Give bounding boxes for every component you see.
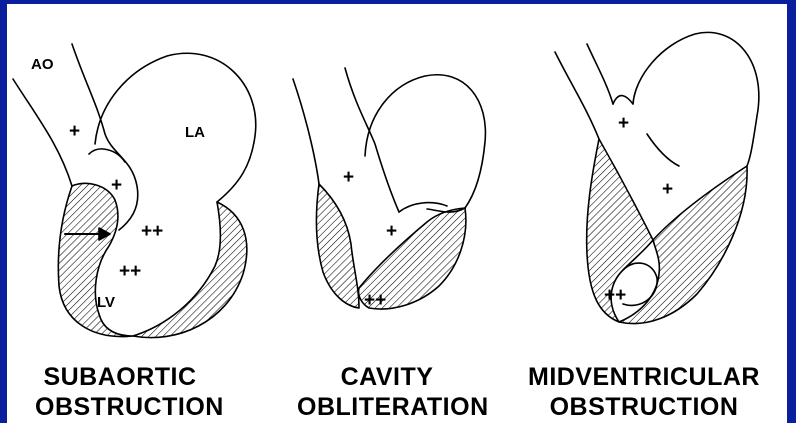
- pressure-mark: +: [69, 122, 80, 141]
- label-left-ventricle: LV: [97, 294, 115, 311]
- left-atrium: [633, 32, 759, 166]
- leaflet: [89, 149, 125, 162]
- aorta-left: [293, 79, 319, 184]
- septum: [316, 184, 359, 308]
- caption-line: SUBAORTIC: [35, 362, 205, 392]
- heart-subaortic: [13, 44, 256, 338]
- caption-midventricular-obstruction: MIDVENTRICULAR OBSTRUCTION: [519, 362, 769, 422]
- aorta-right: [587, 44, 613, 104]
- septum-bulge: [58, 183, 133, 336]
- aorta-wall-left: [13, 79, 72, 186]
- heart-diagrams-drawing: [7, 4, 787, 423]
- caption-line: OBSTRUCTION: [35, 392, 205, 422]
- heart-midventricular: [555, 32, 759, 323]
- caption-line: OBSTRUCTION: [519, 392, 769, 422]
- caption-line: OBLITERATION: [297, 392, 477, 422]
- lower-chamber-line: [647, 134, 679, 166]
- pressure-mark-high: ++: [119, 262, 141, 281]
- pressure-mark-high: ++: [141, 222, 163, 241]
- pressure-mark: +: [386, 222, 397, 241]
- caption-line: CAVITY: [297, 362, 477, 392]
- pressure-mark-high: ++: [604, 286, 626, 305]
- pressure-mark: +: [618, 114, 629, 133]
- aorta-right: [345, 68, 399, 212]
- caption-cavity-obliteration: CAVITY OBLITERATION: [297, 362, 477, 422]
- aorta-curve: [613, 96, 633, 104]
- heart-cavity: [293, 68, 485, 309]
- pressure-mark: +: [111, 176, 122, 195]
- aorta-left: [555, 52, 599, 139]
- pressure-mark: +: [662, 180, 673, 199]
- pressure-mark: +: [343, 168, 354, 187]
- caption-subaortic-obstruction: SUBAORTIC OBSTRUCTION: [35, 362, 205, 422]
- diagram-panel: AO LA LV + + ++ ++ + + ++ + + ++ SUBAORT…: [7, 4, 787, 423]
- label-left-atrium: LA: [185, 124, 205, 141]
- left-atrium: [365, 75, 485, 208]
- caption-line: MIDVENTRICULAR: [519, 362, 769, 392]
- label-aorta: AO: [31, 56, 54, 73]
- pressure-mark-high: ++: [364, 291, 386, 310]
